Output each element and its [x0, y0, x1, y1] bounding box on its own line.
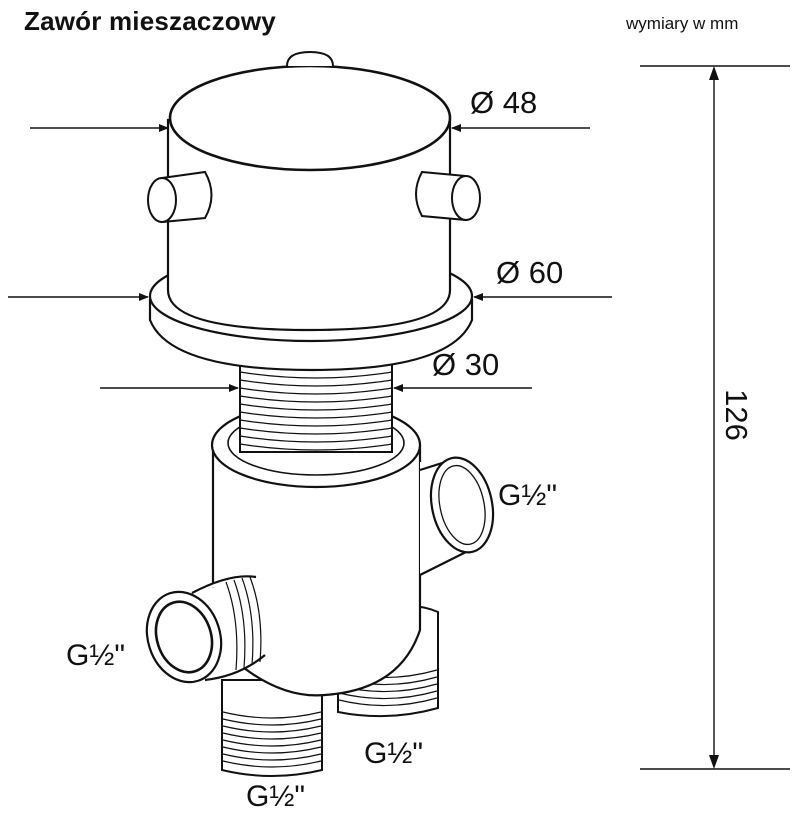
bottom-left-thread-label: G½" [246, 780, 305, 813]
units-note: wymiary w mm [626, 14, 739, 33]
left-outlet [145, 575, 268, 684]
right-outlet [419, 456, 495, 576]
page-title: Zawór mieszaczowy [24, 6, 276, 36]
cap-diameter-label: Ø 48 [470, 85, 537, 120]
right-outlet-thread-label: G½" [498, 479, 557, 512]
right-pin [415, 170, 481, 222]
shank-diameter-label: Ø 30 [432, 347, 499, 382]
dimension-leaders [8, 124, 612, 392]
bottom-right-thread-label: G½" [364, 737, 423, 770]
bottom-left-leg [221, 679, 323, 777]
cap [166, 50, 452, 332]
threaded-shank [239, 359, 393, 453]
flange-diameter-label: Ø 60 [496, 255, 563, 290]
left-outlet-thread-label: G½" [66, 639, 125, 672]
height-label: 126 [719, 389, 754, 441]
height-dimension [640, 65, 790, 770]
left-pin [147, 170, 213, 224]
